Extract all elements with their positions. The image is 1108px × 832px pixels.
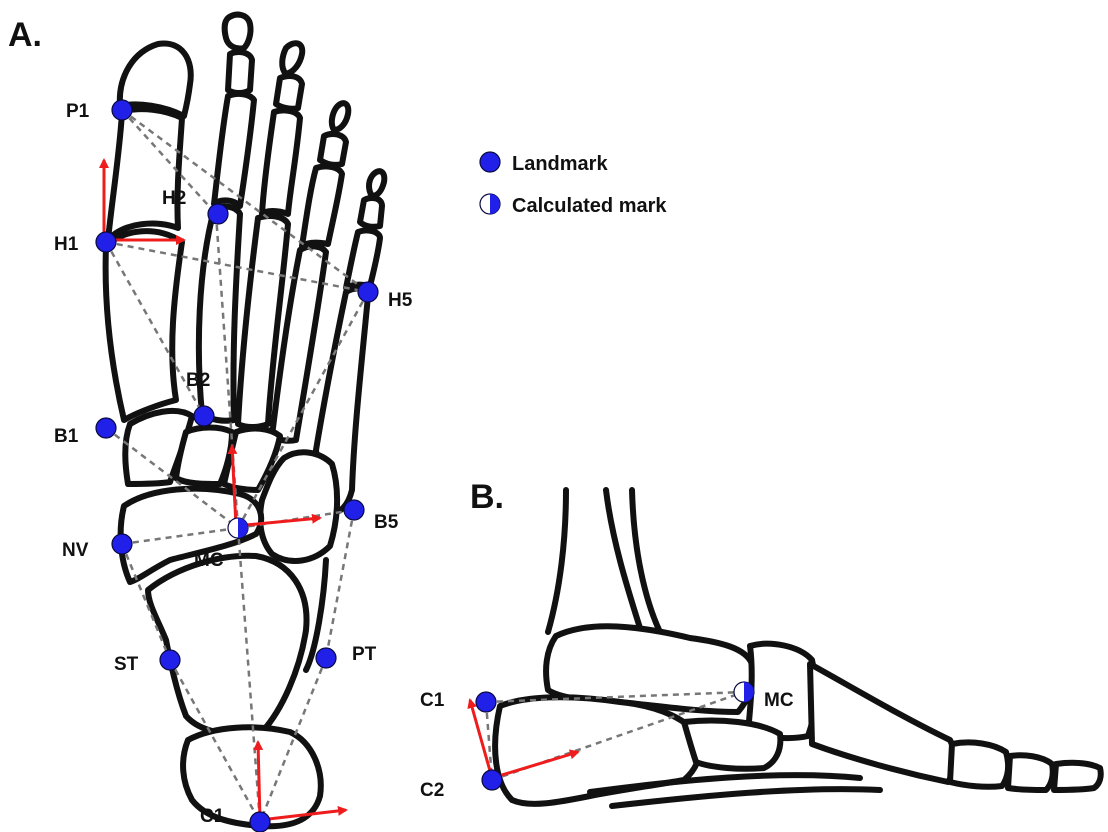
label-h5: H5 — [388, 290, 413, 311]
label-h1: H1 — [54, 234, 79, 255]
metatarsal-lateral — [810, 664, 955, 782]
label-st: ST — [114, 654, 139, 675]
first-metatarsal — [106, 231, 182, 420]
label-c1: C1 — [200, 806, 225, 827]
landmark-p1 — [112, 100, 132, 120]
label-nv: NV — [62, 540, 89, 561]
talus — [148, 556, 307, 734]
cuboid-lateral — [684, 721, 780, 769]
plantar-line-2 — [612, 789, 880, 806]
label-c1-lateral: C1 — [420, 690, 445, 711]
label-pt: PT — [352, 644, 377, 665]
panel-b: B. — [420, 478, 1101, 806]
label-mc: MC — [194, 550, 224, 571]
calcaneus-lateral — [495, 697, 700, 804]
label-b5: B5 — [374, 512, 399, 533]
legend-landmark-text: Landmark — [512, 153, 608, 175]
landmark-h1 — [96, 232, 116, 252]
proximal-phalanx-lateral — [950, 742, 1008, 786]
fourth-toe-proximal — [302, 166, 342, 246]
panel-a-label: A. — [8, 16, 42, 54]
calculated-mark-mc-lateral — [734, 682, 754, 702]
label-b1: B1 — [54, 426, 79, 447]
legend-landmark-icon — [480, 152, 500, 172]
legend: Landmark Calculated mark — [480, 152, 667, 217]
landmark-c1 — [250, 812, 270, 832]
panel-b-label: B. — [470, 478, 504, 516]
label-h2: H2 — [162, 188, 186, 209]
landmark-b2 — [194, 406, 214, 426]
landmark-h2 — [208, 204, 228, 224]
calculated-mark-mc — [228, 518, 248, 538]
middle-phalanx-lateral — [1008, 755, 1053, 790]
tibia-posterior-edge — [548, 490, 566, 632]
fourth-toe-middle — [320, 134, 346, 165]
landmark-b5 — [344, 500, 364, 520]
panel-a: A. — [8, 15, 413, 832]
legend-calculated-icon — [480, 194, 500, 214]
landmark-c2-lateral — [482, 770, 502, 790]
landmark-c1-lateral — [476, 692, 496, 712]
legend-calculated-text: Calculated mark — [512, 195, 667, 217]
label-p1: P1 — [66, 101, 90, 122]
axis-c1-vertical — [258, 742, 260, 820]
distal-phalanx-lateral — [1054, 763, 1101, 790]
landmark-nv — [112, 534, 132, 554]
landmark-h5 — [358, 282, 378, 302]
second-toe-middle — [228, 52, 252, 93]
landmark-b1 — [96, 418, 116, 438]
label-c2-lateral: C2 — [420, 780, 444, 801]
third-toe-distal — [282, 43, 302, 74]
fifth-toe-middle — [360, 198, 382, 227]
second-toe-distal — [225, 15, 251, 49]
fifth-toe-proximal — [346, 230, 380, 288]
hallux-proximal-phalanx — [108, 109, 182, 240]
third-toe-proximal — [262, 110, 300, 214]
label-b2: B2 — [186, 370, 210, 391]
landmark-pt — [316, 648, 336, 668]
fifth-toe-distal — [369, 171, 384, 196]
fourth-toe-distal — [332, 103, 348, 130]
second-toe-proximal — [214, 94, 254, 206]
third-toe-middle — [276, 76, 302, 109]
foot-lateral-bones — [495, 490, 1101, 806]
landmark-st — [160, 650, 180, 670]
label-mc-lateral: MC — [764, 690, 794, 711]
